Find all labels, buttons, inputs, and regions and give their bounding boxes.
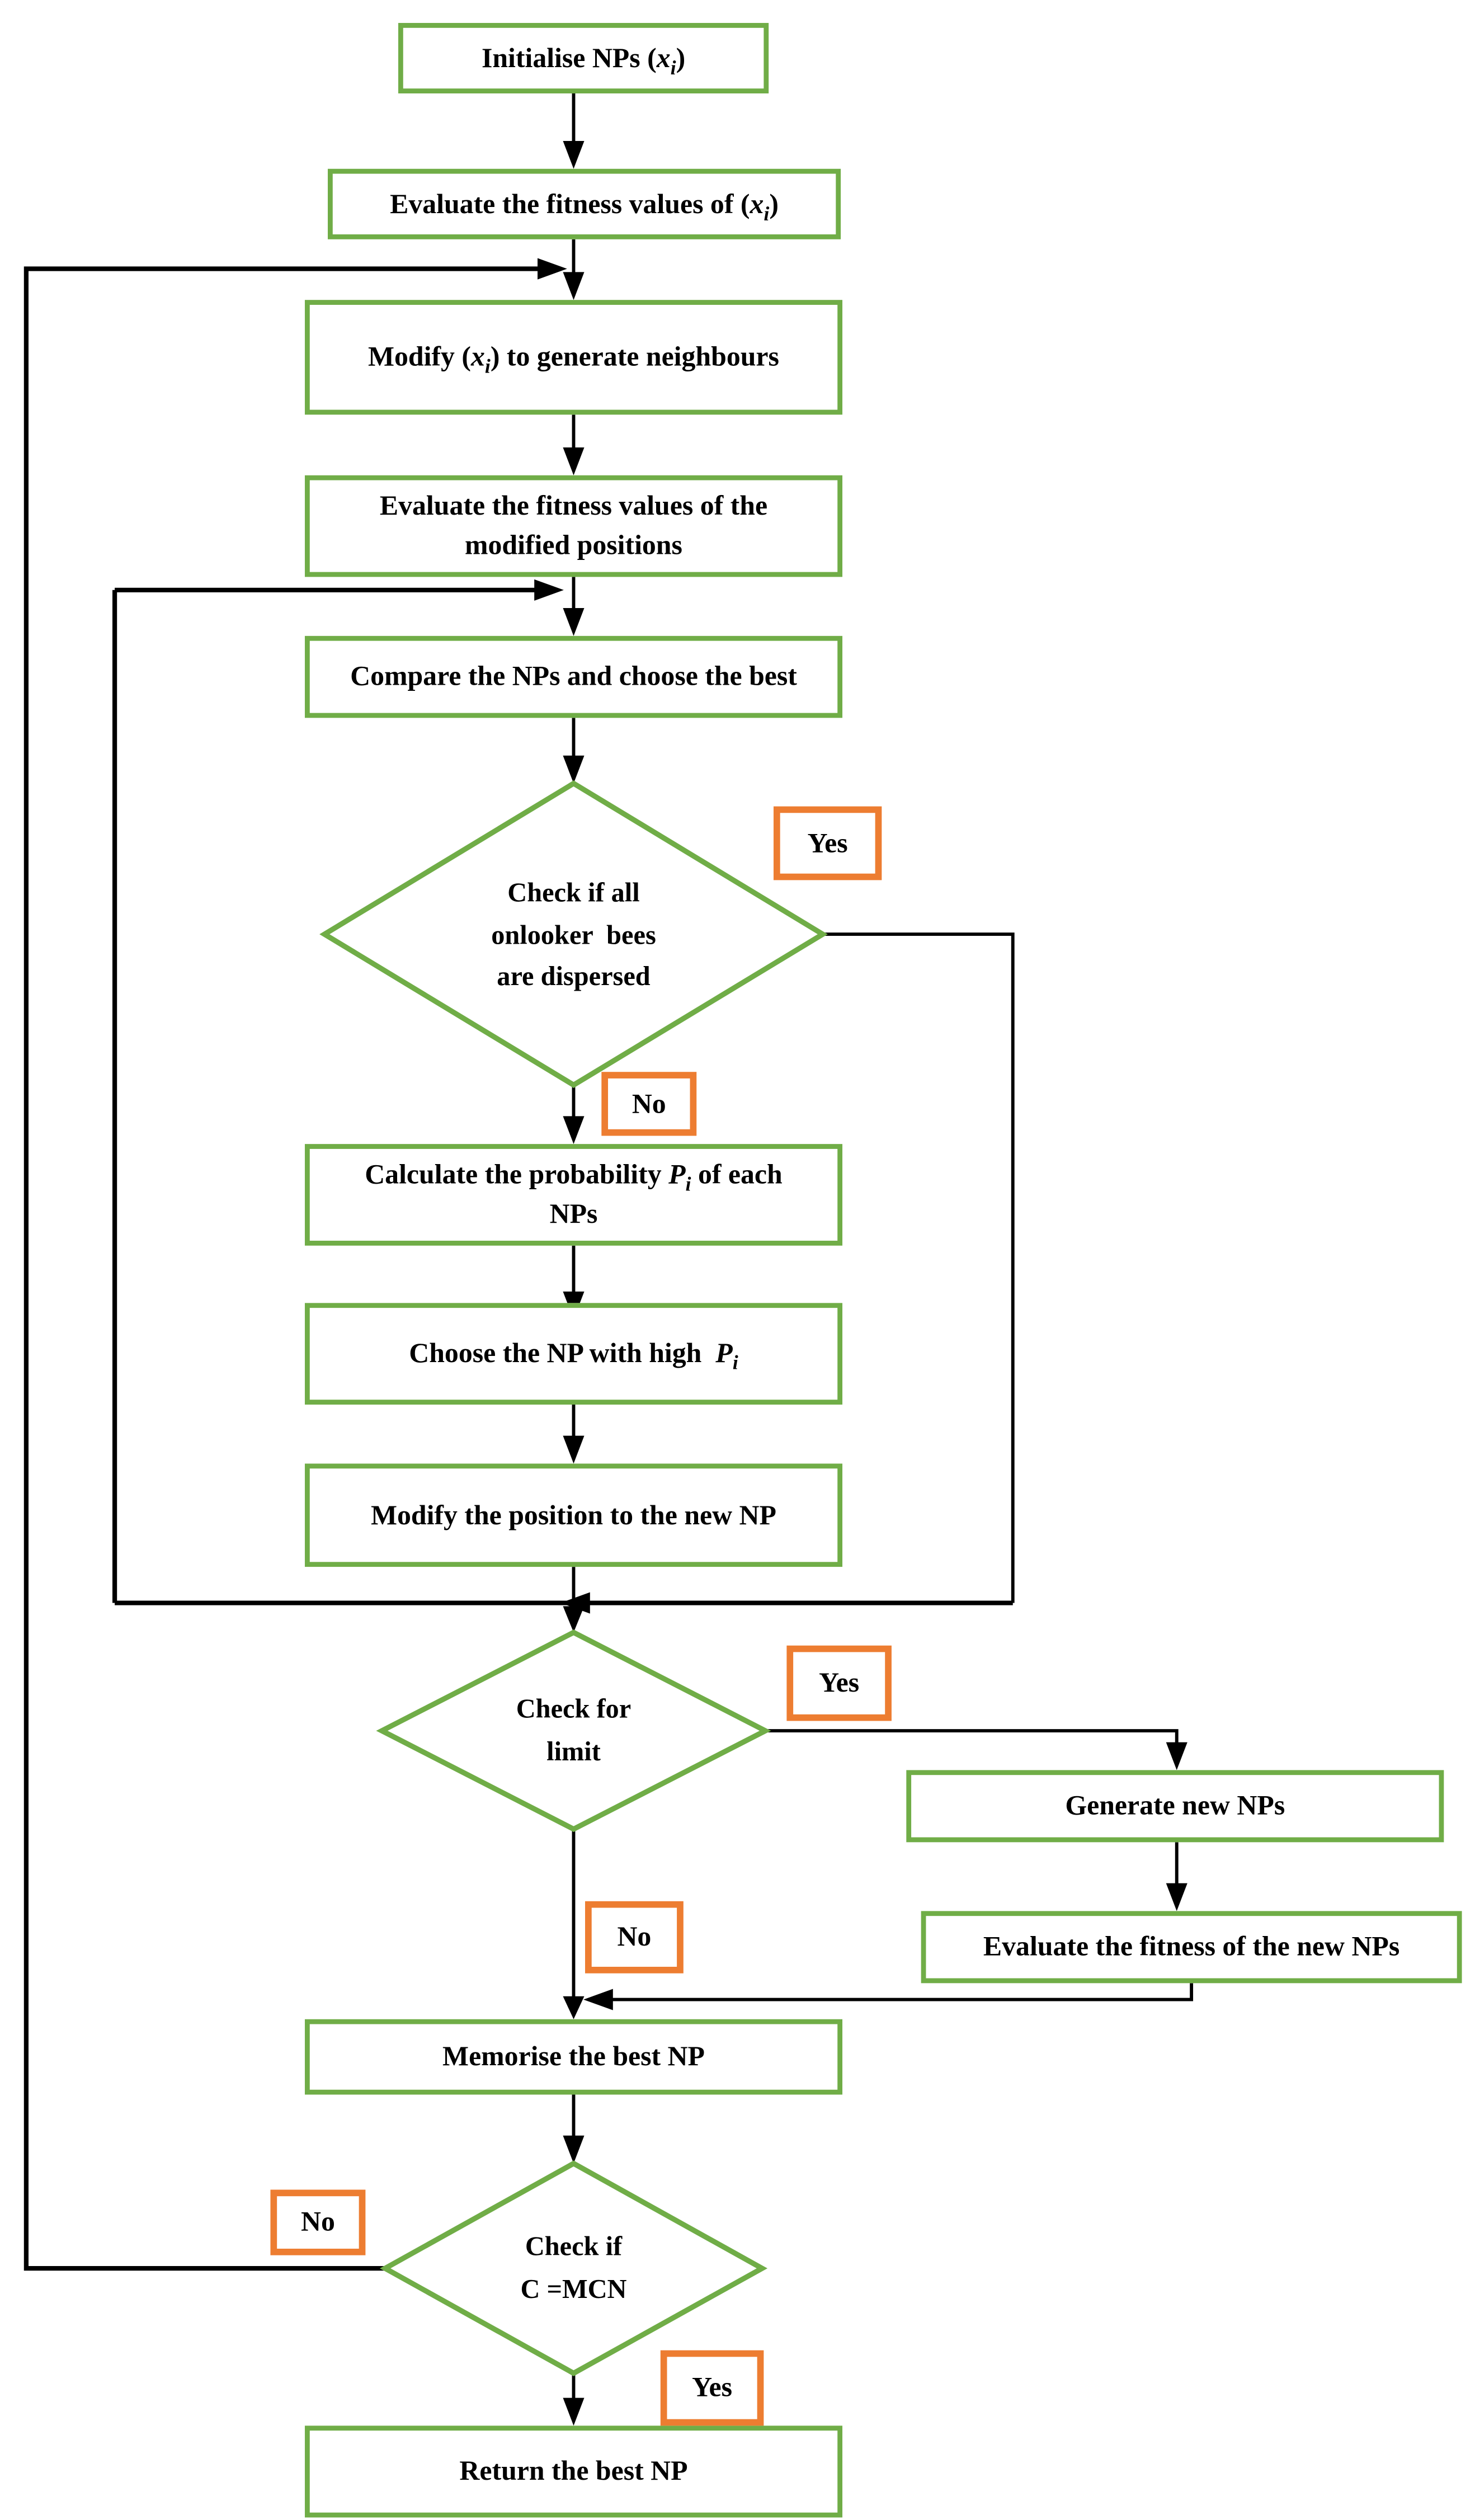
node-modify-position-new-np: Modify the position to the new NP [304, 1463, 843, 1567]
connector-diamond2-yes-path [765, 1729, 1179, 1765]
decision-text-check-mcn: Check if C =MCN [520, 2230, 627, 2304]
decision-diamond-onlooker-dispersed [319, 780, 828, 1089]
node-return-best-np: Return the best NP [304, 2425, 843, 2518]
label-no-limit: No [585, 1901, 684, 1973]
node-generate-new-nps: Generate new NPs [906, 1770, 1444, 1843]
decision-text-onlooker-dispersed: Check if all onlooker bees are dispersed [491, 877, 656, 992]
decision-diamond-check-limit [376, 1629, 771, 1833]
node-choose-np-high-pi: Choose the NP with high Pi [304, 1303, 843, 1405]
node-initialise-nps: Initialise NPs (xi) [398, 23, 769, 94]
node-evaluate-fitness-modified: Evaluate the fitness values of the modif… [304, 475, 843, 577]
connector-mcn-no-loop [23, 266, 553, 2271]
node-modify-xi-neighbours: Modify (xi) to generate neighbours [304, 300, 843, 415]
label-yes-limit: Yes [786, 1645, 892, 1721]
label-yes-onlooker: Yes [773, 806, 882, 880]
connector-diamond1-yes-path [822, 932, 1015, 1603]
node-evaluate-fitness-xi: Evaluate the fitness values of (xi) [328, 168, 841, 239]
node-memorise-best-np: Memorise the best NP [304, 2019, 843, 2095]
node-calculate-probability: Calculate the probability Pi of each NPs [304, 1144, 843, 1246]
node-compare-nps: Compare the NPs and choose the best [304, 635, 843, 718]
connector-evalnew-merge [590, 1983, 1194, 2001]
decision-diamond-check-mcn [379, 2160, 768, 2377]
node-evaluate-fitness-new-nps: Evaluate the fitness of the new NPs [921, 1911, 1462, 1984]
label-no-mcn: No [270, 2189, 366, 2255]
label-no-onlooker: No [601, 1072, 697, 1136]
label-yes-mcn: Yes [660, 2350, 764, 2426]
decision-text-check-limit: Check for limit [516, 1693, 632, 1767]
